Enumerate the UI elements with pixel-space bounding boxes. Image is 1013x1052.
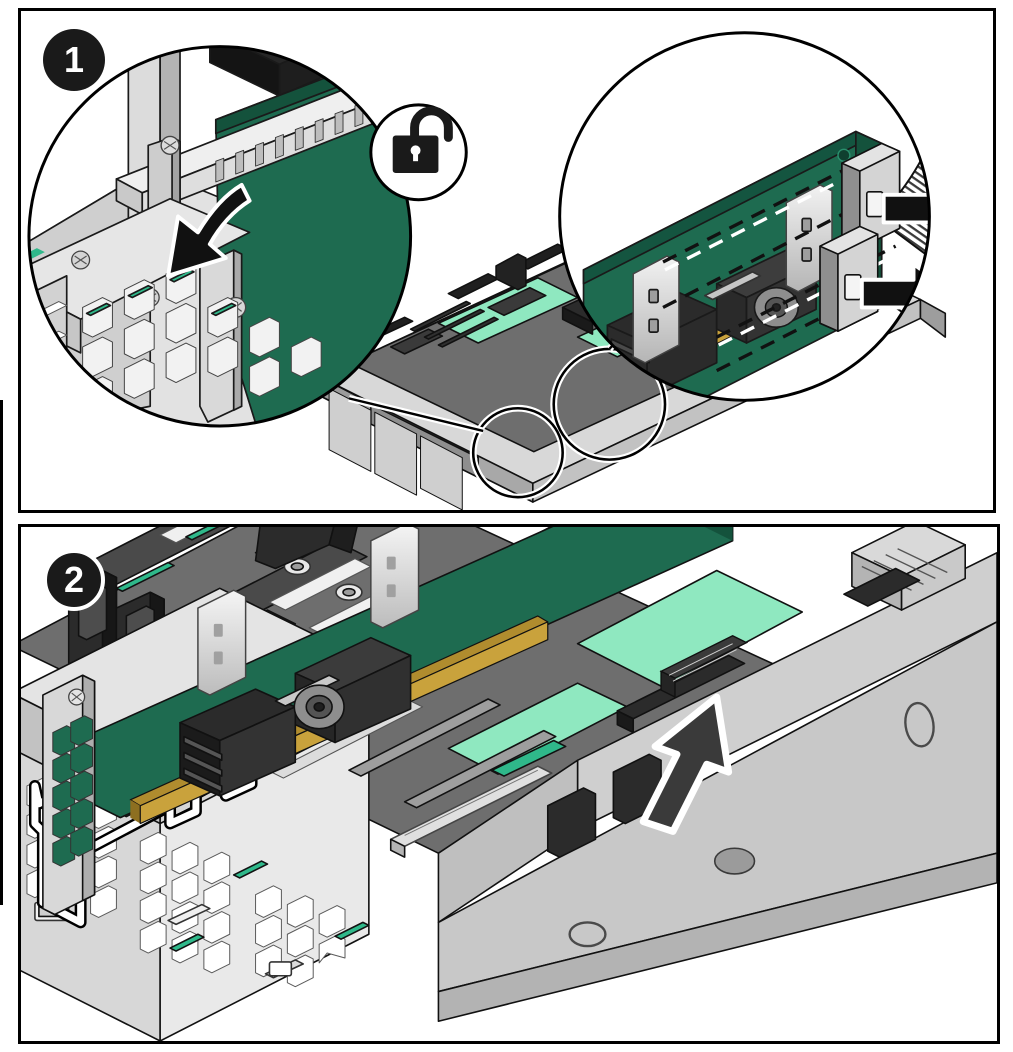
- step-2-number-badge: 2: [43, 549, 105, 611]
- step-2-panel: 2: [18, 524, 1000, 1044]
- rotate-latch-arrow: [166, 182, 252, 278]
- step-2-artwork: [21, 527, 997, 1041]
- lift-card-arrow: [639, 693, 733, 835]
- step-1-panel: 1: [18, 8, 996, 513]
- callout-retainer-latch: [27, 45, 413, 428]
- unlock-icon-bubble: [369, 103, 468, 202]
- unlock-shackle: [410, 106, 453, 142]
- step-2-number: 2: [63, 559, 85, 600]
- step-1-number: 1: [63, 39, 85, 80]
- page-margin-rule: [0, 400, 3, 905]
- callout-cable-connectors: [558, 31, 931, 402]
- pcie-card: [28, 527, 734, 929]
- step-1-number-badge: 1: [43, 29, 105, 91]
- step-1-artwork: [27, 31, 947, 510]
- detach-arrow-lower: [859, 261, 930, 326]
